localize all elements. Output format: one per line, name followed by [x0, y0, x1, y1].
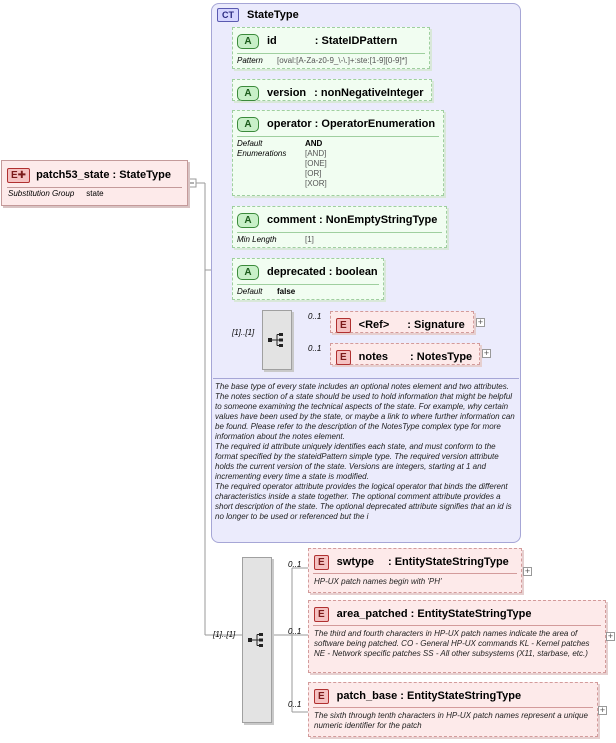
element-badge-icon: E	[314, 606, 329, 622]
swtype-description: HP-UX patch names begin with 'PH'	[314, 577, 442, 586]
element-area-patched[interactable]: E area_patched : EntityStateStringType T…	[308, 600, 606, 673]
attribute-badge-icon: A	[237, 33, 259, 49]
root-element-patch53-state[interactable]: E✚ patch53_state : StateType Substitutio…	[1, 160, 188, 206]
swtype-cardinality: 0..1	[288, 560, 302, 569]
attribute-badge-icon: A	[237, 264, 259, 280]
attribute-badge-icon: A	[237, 116, 259, 132]
patch-base-description: The sixth through tenth characters in HP…	[314, 711, 588, 730]
bottom-sequence-cardinality: [1]..[1]	[213, 630, 236, 639]
sequence-compositor[interactable]	[262, 310, 292, 370]
attribute-operator[interactable]: A operator : OperatorEnumeration Default…	[232, 110, 444, 196]
sequence-icon	[268, 333, 283, 347]
attribute-version[interactable]: A version: nonNegativeInteger	[232, 79, 432, 101]
patch-base-cardinality: 0..1	[288, 700, 302, 709]
element-badge-icon: E	[314, 554, 329, 570]
attribute-badge-icon: A	[237, 85, 259, 101]
area-patched-cardinality: 0..1	[288, 627, 302, 636]
expand-swtype-icon[interactable]: +	[523, 566, 532, 576]
element-badge-icon: E✚	[7, 167, 31, 183]
complex-type-name: StateType	[247, 9, 299, 21]
expand-patch-base-icon[interactable]: +	[598, 705, 607, 715]
expand-ref-icon[interactable]: +	[476, 317, 485, 327]
element-patch-base[interactable]: E patch_base : EntityStateStringType The…	[308, 682, 598, 737]
expand-notes-icon[interactable]: +	[482, 348, 491, 358]
sequence-icon	[248, 633, 263, 647]
area-patched-description: The third and fourth characters in HP-UX…	[314, 629, 590, 658]
root-element-name: patch53_state	[36, 169, 110, 181]
element-swtype[interactable]: E swtype: EntityStateStringType HP-UX pa…	[308, 548, 522, 593]
root-element-type: StateType	[119, 169, 171, 181]
substitution-group-value: state	[86, 189, 104, 198]
complex-type-documentation: The base type of every state includes an…	[215, 382, 515, 521]
root-element-title: patch53_state : StateType	[36, 169, 171, 181]
attribute-id[interactable]: A id: StateIDPattern Pattern[oval:[A-Za-…	[232, 27, 430, 69]
element-notes[interactable]: E notes: NotesType	[330, 343, 480, 365]
element-badge-icon: E	[336, 349, 351, 365]
attribute-comment[interactable]: A comment : NonEmptyStringType Min Lengt…	[232, 206, 447, 248]
element-badge-icon: E	[314, 688, 329, 704]
bottom-sequence-compositor[interactable]	[242, 557, 272, 723]
documentation-divider	[213, 378, 519, 379]
attribute-badge-icon: A	[237, 212, 259, 228]
notes-cardinality: 0..1	[308, 344, 322, 353]
element-ref-signature[interactable]: E <Ref>: Signature	[330, 311, 474, 333]
ref-cardinality: 0..1	[308, 312, 322, 321]
element-badge-icon: E	[336, 317, 351, 333]
substitution-group-label: Substitution Group	[8, 189, 75, 198]
sequence-cardinality: [1]..[1]	[232, 328, 255, 337]
expand-area-patched-icon[interactable]: +	[606, 631, 615, 641]
complex-type-badge-icon: CT	[217, 8, 239, 22]
